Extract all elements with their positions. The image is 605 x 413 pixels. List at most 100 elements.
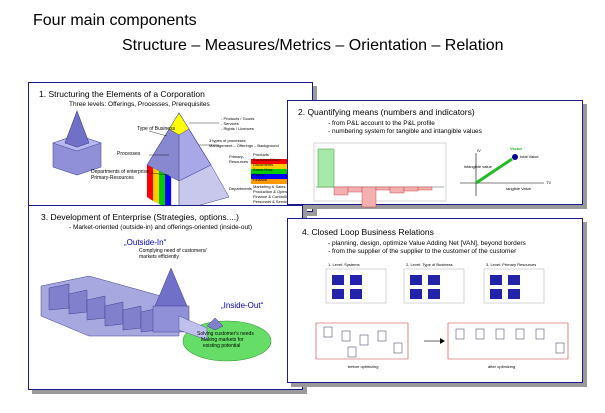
panel-quantifying: 2. Quantifying means (numbers and indica… <box>287 100 583 208</box>
inside-out-desc-1: Solving customer's needs <box>197 331 254 337</box>
after-loop <box>447 322 569 360</box>
resource-box <box>490 275 502 285</box>
pl-bar <box>361 186 377 208</box>
block-shape <box>122 305 142 331</box>
system-box <box>350 275 362 285</box>
stripe-red <box>147 165 153 201</box>
inside-out-desc-2: Making markets for <box>201 337 244 343</box>
pl-bar-green <box>317 148 335 188</box>
block-shape <box>68 289 88 315</box>
center-pyramid <box>154 267 188 313</box>
level-label-3: 3. Level: Primary Resources <box>486 262 537 267</box>
dept-box-1 <box>251 159 287 164</box>
panel2-bullet-2: - numbering system for tangible and inta… <box>328 128 482 135</box>
before-optimizing-label: before optimizing <box>348 364 379 369</box>
pl-bar <box>347 186 363 193</box>
vector-arrow <box>475 157 513 185</box>
resource-box <box>490 289 502 299</box>
label-total-value: total Value <box>520 154 539 159</box>
inside-out-desc-3: existing potential <box>203 343 241 349</box>
main-title: Four main components <box>33 12 197 29</box>
pl-profile-chart <box>313 142 544 208</box>
pyramid-illustration <box>52 110 287 212</box>
pl-bar <box>403 186 419 192</box>
dept-box-4 <box>251 174 287 179</box>
business-box <box>428 275 440 285</box>
block-shape <box>48 283 70 311</box>
value-net-diagram <box>315 268 569 360</box>
small-pyramid-shape <box>64 110 90 148</box>
res-item: Rights <box>253 172 265 177</box>
small-pyramid <box>206 317 224 331</box>
panel2-title: 2. Quantifying means (numbers and indica… <box>298 107 475 117</box>
level-label-1: 1. Level: Systems <box>328 262 360 267</box>
dept-box-3 <box>251 169 287 174</box>
main-subtitle: Structure – Measures/Metrics – Orientati… <box>122 37 504 54</box>
label-iv: IV <box>477 148 481 153</box>
res-item: Documents <box>253 162 274 167</box>
dept-item: Marketing & Sales <box>253 184 286 189</box>
label-rights: - Rights / Licences <box>221 126 254 131</box>
label-tv: TV <box>546 180 552 185</box>
strategy-illustration <box>40 267 272 362</box>
label-vector: Vector <box>510 146 523 151</box>
after-optimizing-label: after optimizing <box>488 364 516 369</box>
inside-out-label: „Inside-Out“ <box>221 301 264 310</box>
pl-bar <box>375 186 391 191</box>
business-box <box>428 289 440 299</box>
panel-closed-loop: 4. Closed Loop Business Relations - plan… <box>287 218 583 383</box>
dept-item: Personnel & Services <box>253 199 292 204</box>
panel1-title: 1. Structuring the Elements of a Corpora… <box>39 89 205 99</box>
label-services: - Services <box>221 121 239 126</box>
panel3-bullet: - Market-oriented (outside-in) and offer… <box>69 224 253 231</box>
inside-out-beam <box>178 315 208 341</box>
panel4-bullet-2: - from the supplier of the supplier to t… <box>328 248 517 255</box>
label-processes: Processes <box>117 151 141 157</box>
res-item: Products <box>253 152 269 157</box>
label-intangible-value: intangible value <box>464 164 492 169</box>
label-resources: Resources <box>229 159 249 164</box>
label-primary: Primary- <box>229 154 245 159</box>
label-mob: Management – Offerings – Background <box>209 143 279 148</box>
level-label-2: 2. Level: Type of Business <box>406 262 453 267</box>
label-tangible-value: tangible Value <box>506 186 532 191</box>
stripe-green <box>159 171 165 207</box>
label-types-of-processes: 3 types of processes <box>209 138 246 143</box>
label-type-of-business: Type of Business <box>137 126 176 132</box>
arrow-head <box>440 338 445 344</box>
pl-bar <box>333 186 349 196</box>
panel-structuring: 1. Structuring the Elements of a Corpora… <box>28 82 313 212</box>
before-loop <box>315 322 409 360</box>
resource-box <box>508 275 520 285</box>
panel4-bullet-1: - planning, design, optimize Value Addin… <box>328 240 526 247</box>
pl-bar <box>389 186 405 194</box>
stripe-blue <box>165 174 171 210</box>
outside-in-desc-1: Complying need of customers/ <box>139 248 207 254</box>
res-item: Know-How <box>253 167 273 172</box>
pyramid-base-right <box>178 164 230 212</box>
resource-box <box>508 289 520 299</box>
block-shape <box>104 301 124 327</box>
panel4-title: 4. Closed Loop Business Relations <box>302 227 434 237</box>
panel2-bullet-1: - from P&L account to the P&L profile <box>328 120 435 127</box>
system-box <box>350 289 362 299</box>
business-box <box>410 275 422 285</box>
system-box <box>332 275 344 285</box>
label-departments-right: Departments <box>229 186 252 191</box>
outside-in-label: „Outside-In“ <box>124 238 167 247</box>
business-box <box>410 289 422 299</box>
panel1-subtitle: Three levels: Offerings, Processes, Prer… <box>69 101 210 108</box>
pl-bar <box>417 186 433 191</box>
dept-item: Production & Operations <box>253 189 297 194</box>
block-shape <box>86 295 106 321</box>
dept-item: Finance & Controlling <box>253 194 292 199</box>
panel3-title: 3. Development of Enterprise (Strategies… <box>41 212 239 222</box>
panel-development: 3. Development of Enterprise (Strategies… <box>28 205 303 390</box>
res-item: Business/Moore <box>253 157 282 162</box>
pyramid-top <box>168 112 190 136</box>
label-products: - Products / Goods <box>221 116 255 121</box>
stripe-yellow <box>153 168 159 204</box>
total-value-point <box>512 154 518 160</box>
label-primary-resources: Primary-Resources <box>91 175 134 181</box>
res-item: Finance <box>253 177 268 182</box>
